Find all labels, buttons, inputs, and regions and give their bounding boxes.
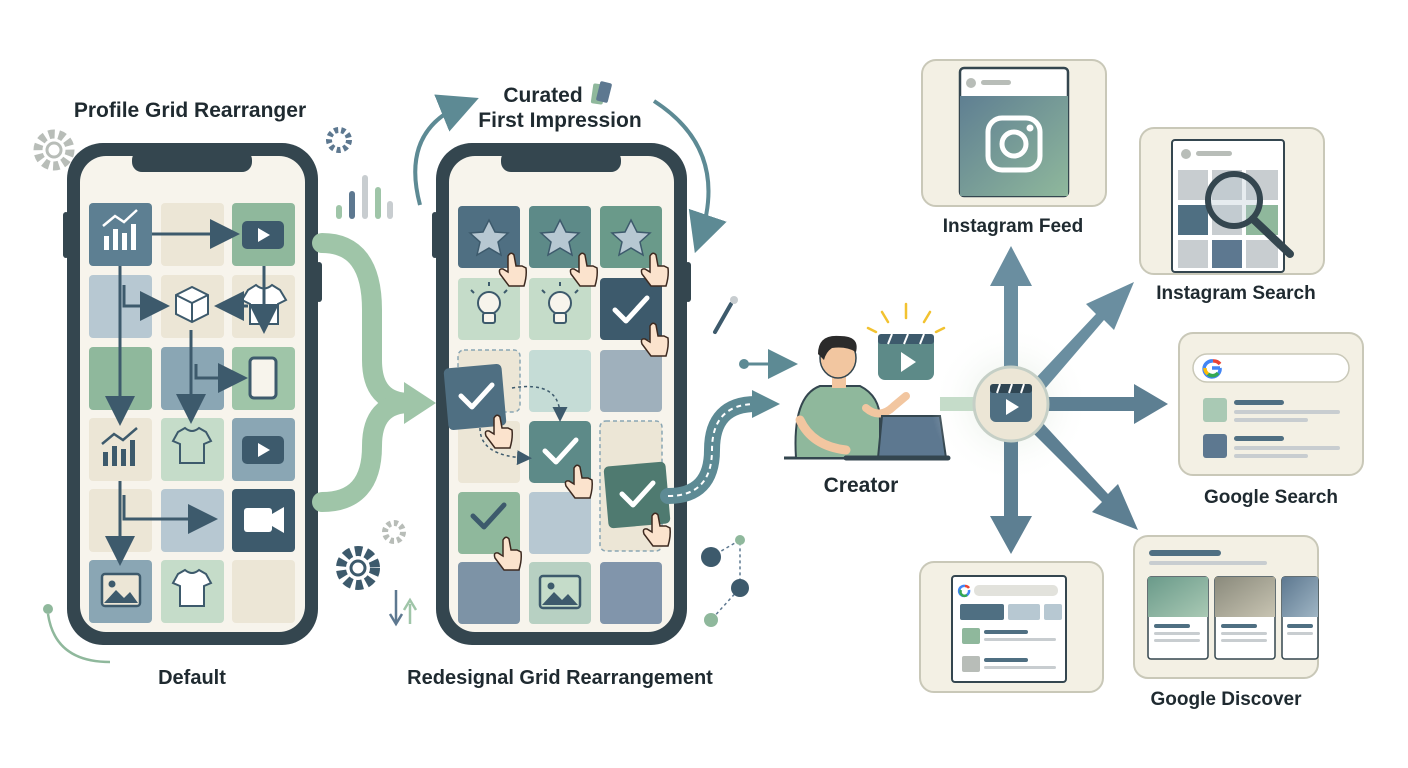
shirt-icon xyxy=(171,426,213,464)
curved-arrow-left xyxy=(413,94,479,206)
flow-arrow-green xyxy=(312,233,420,512)
grid-tile[interactable] xyxy=(600,562,662,624)
grid-tile[interactable] xyxy=(529,492,591,554)
chart-icon xyxy=(101,427,138,466)
magnifier-icon xyxy=(1205,171,1294,258)
grid-tile[interactable] xyxy=(529,350,591,412)
drag-path xyxy=(479,385,568,466)
grid-tile[interactable] xyxy=(600,350,662,412)
shirt-icon xyxy=(171,568,213,607)
profile-grid-rearranger-title: Profile Grid Rearranger xyxy=(74,99,306,122)
redesign-label: Redesignal Grid Rearrangement xyxy=(407,667,713,689)
checkmark-icon xyxy=(612,295,650,324)
pointer-arrow xyxy=(739,349,798,379)
grid-tile[interactable] xyxy=(600,278,662,340)
gear-icon xyxy=(326,127,352,153)
flow-arrow-dashes xyxy=(667,403,757,497)
flow-arrow-head xyxy=(404,382,436,424)
gear-icon xyxy=(382,520,406,544)
instagram-search-label: Instagram Search xyxy=(1156,283,1315,304)
rearrange-arrows xyxy=(105,219,279,566)
hand-cursor-icon xyxy=(498,252,527,287)
gear-icon xyxy=(336,546,380,590)
google-logo-icon xyxy=(957,584,971,598)
google-search-card[interactable] xyxy=(1178,332,1364,476)
image-icon xyxy=(100,572,142,608)
box-icon xyxy=(175,285,209,324)
curated-title-line2: First Impression xyxy=(478,109,641,132)
network-nodes-icon xyxy=(701,535,749,627)
google-logo-icon xyxy=(1202,359,1222,379)
gear-icon xyxy=(33,129,75,171)
grid-tile[interactable] xyxy=(89,418,152,481)
image-icon xyxy=(538,574,582,610)
star-icon xyxy=(539,218,581,257)
curved-arrow-right xyxy=(652,99,727,254)
hand-cursor-icon xyxy=(484,414,513,449)
reel-icon xyxy=(878,333,934,380)
hand-cursor-icon xyxy=(493,536,522,571)
search-results-card[interactable] xyxy=(919,561,1104,693)
distribution-arrows xyxy=(990,246,1168,554)
video-icon xyxy=(242,221,284,249)
sparkle-icon xyxy=(866,302,946,334)
connector-curve xyxy=(43,604,111,664)
google-discover-card[interactable] xyxy=(1133,535,1319,679)
grid-tile[interactable] xyxy=(232,560,295,623)
hand-cursor-icon xyxy=(642,512,671,547)
dragged-tile[interactable] xyxy=(443,364,507,431)
flow-arrow-head xyxy=(752,390,780,418)
pencil-icon xyxy=(713,296,738,334)
star-icon xyxy=(468,218,510,257)
star-icon xyxy=(610,218,652,257)
hand-cursor-icon xyxy=(569,252,598,287)
hand-cursor-icon xyxy=(564,464,593,499)
phone-icon xyxy=(248,356,278,400)
sort-arrows-icon xyxy=(388,590,418,627)
lightbulb-icon xyxy=(470,282,508,324)
curated-title-line1: Curated xyxy=(503,84,582,107)
grid-tile[interactable] xyxy=(458,562,520,624)
chart-icon xyxy=(102,209,138,250)
hand-cursor-icon xyxy=(640,322,669,357)
creator-label: Creator xyxy=(824,474,899,497)
default-label: Default xyxy=(158,667,226,689)
hub-reel-icon xyxy=(972,365,1050,443)
video-icon xyxy=(242,436,284,464)
default-grid xyxy=(89,203,295,623)
instagram-feed-label: Instagram Feed xyxy=(943,216,1083,237)
camera-icon xyxy=(244,507,284,533)
instagram-logo-icon xyxy=(985,115,1043,173)
dragged-tile[interactable] xyxy=(603,461,671,529)
cards-icon xyxy=(590,81,612,105)
grid-tile[interactable] xyxy=(89,203,152,266)
google-search-label: Google Search xyxy=(1204,487,1338,508)
checkmark-icon xyxy=(470,502,507,530)
equalizer-icon xyxy=(336,175,393,219)
hand-cursor-icon xyxy=(640,252,669,287)
lightbulb-icon xyxy=(541,282,579,324)
google-discover-label: Google Discover xyxy=(1151,689,1303,710)
creator-figure xyxy=(784,335,951,461)
